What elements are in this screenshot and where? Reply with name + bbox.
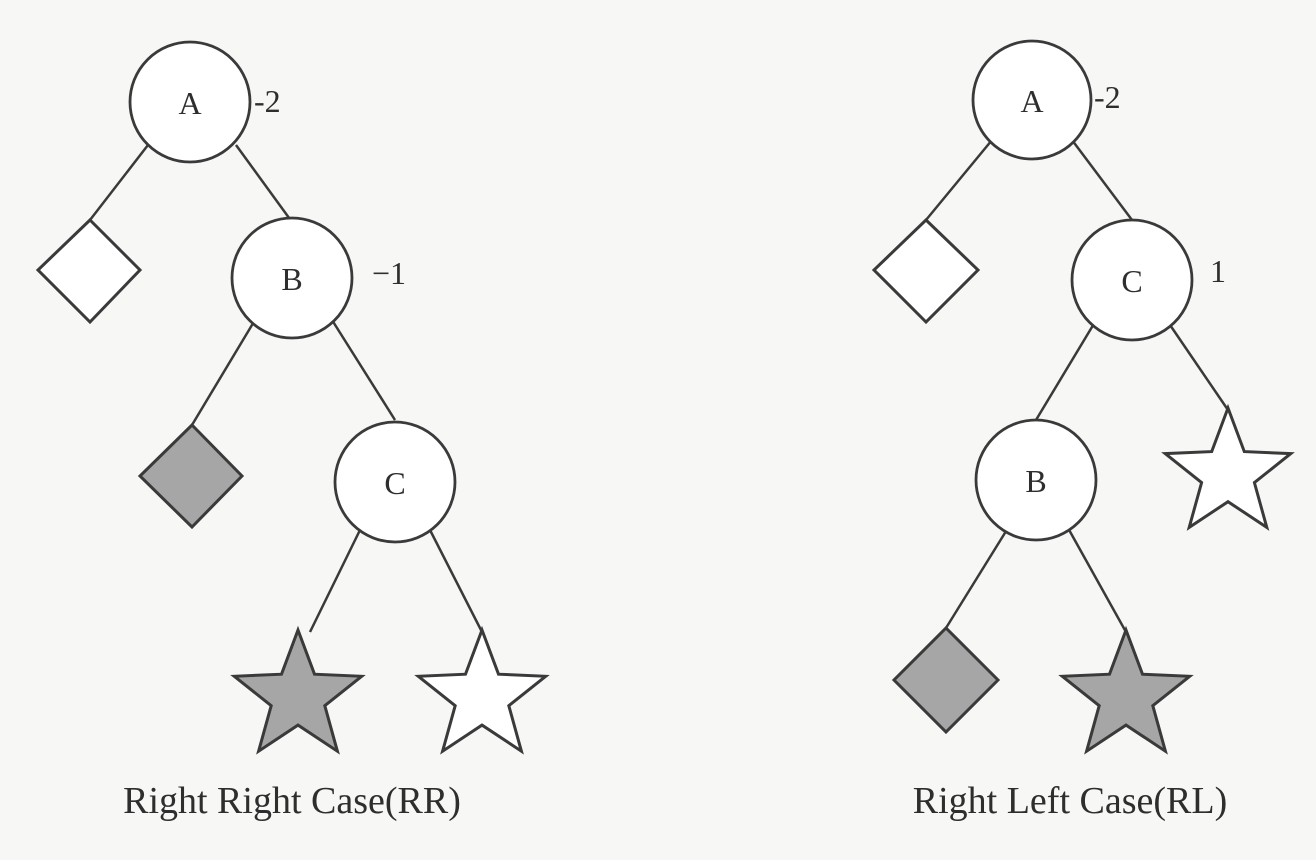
- edge-c-left-subtree: [308, 529, 362, 633]
- balance-factor-b: −1: [372, 255, 406, 291]
- hollow-diamond-subtree: [35, 217, 143, 325]
- node-label: A: [1020, 83, 1043, 119]
- node-b: B: [230, 216, 354, 340]
- node-label: B: [1025, 463, 1046, 499]
- rr-case-diagram: A -2 B −1 C Right Right Case(RR): [35, 40, 550, 822]
- edge-c-b: [1034, 321, 1097, 421]
- hollow-diamond-subtree: [871, 217, 981, 325]
- balance-factor-a: -2: [1094, 79, 1121, 115]
- node-label: A: [178, 85, 201, 121]
- edge-b-right-subtree: [1066, 527, 1128, 633]
- edge-b-left-subtree: [190, 319, 257, 426]
- shaded-star-subtree: [1058, 625, 1194, 755]
- edge-a-c: [1071, 139, 1133, 221]
- hollow-star-subtree: [414, 625, 550, 755]
- node-label: C: [384, 465, 405, 501]
- hollow-star-subtree: [1161, 403, 1295, 531]
- node-label: C: [1121, 263, 1142, 299]
- node-c: C: [333, 420, 457, 544]
- edge-a-left-subtree: [89, 144, 149, 221]
- edge-b-left-subtree: [944, 527, 1010, 629]
- shaded-diamond-subtree: [891, 625, 1001, 735]
- edge-b-c: [330, 319, 397, 421]
- edge-c-right-subtree: [1166, 321, 1230, 411]
- balance-factor-a: -2: [254, 83, 281, 119]
- balance-factor-c: 1: [1210, 253, 1226, 289]
- edge-a-left-subtree: [925, 139, 993, 221]
- case-caption: Right Right Case(RR): [123, 780, 461, 822]
- shaded-diamond-subtree: [137, 422, 245, 530]
- node-b: B: [974, 418, 1098, 542]
- edge-a-b: [234, 144, 294, 223]
- case-caption: Right Left Case(RL): [913, 780, 1227, 822]
- node-a: A: [971, 39, 1093, 161]
- node-label: B: [281, 261, 302, 297]
- node-c: C: [1070, 218, 1194, 342]
- rl-case-diagram: A -2 C 1 B Right Left Case(RL): [871, 39, 1295, 822]
- edge-c-right-subtree: [428, 529, 484, 633]
- node-a: A: [128, 40, 252, 164]
- shaded-star-subtree: [230, 625, 366, 755]
